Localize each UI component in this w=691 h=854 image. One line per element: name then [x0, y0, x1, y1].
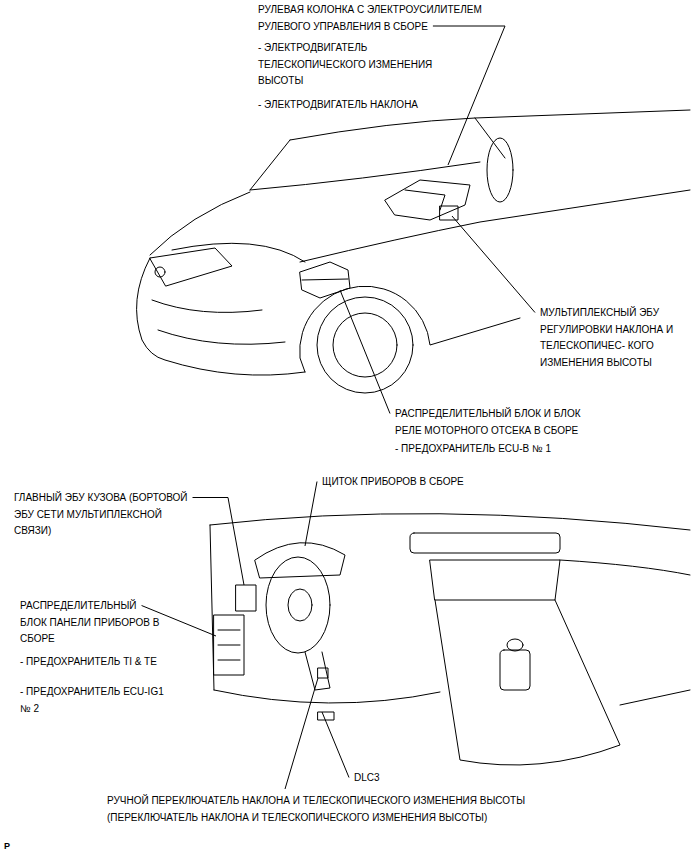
center-console: [435, 600, 620, 765]
bumper-line: [158, 330, 285, 344]
leader-line: [285, 678, 318, 789]
center-vents: [410, 533, 560, 553]
part-label: - ЭЛЕКТРОДВИГАТЕЛЬ ТЕЛЕСКОПИЧЕСКОГО ИЗМЕ…: [258, 40, 458, 90]
car-exterior: [137, 110, 690, 393]
part-label: DLC3: [354, 770, 414, 787]
part-label: РУЛЕВАЯ КОЛОНКА С ЭЛЕКТРОУСИЛИТЕЛЕМ РУЛЕ…: [258, 2, 520, 35]
leader-line: [452, 216, 535, 313]
hood-crease: [172, 243, 305, 262]
steering-wheel: [487, 138, 513, 202]
engine-fuse-box: [300, 262, 350, 298]
center-screen: [430, 560, 560, 600]
part-label: ГЛАВНЫЙ ЭБУ КУЗОВА (БОРТОВОЙ ЭБУ СЕТИ МУ…: [14, 490, 189, 540]
part-label: РАСПРЕДЕЛИТЕЛЬНЫЙ БЛОК ПАНЕЛИ ПРИБОРОВ В…: [20, 598, 160, 648]
page-code: P: [4, 838, 24, 854]
shifter: [500, 650, 530, 690]
leader-line: [340, 290, 390, 414]
part-label: - ПРЕДОХРАНИТЕЛЬ ECU-IG1 № 2: [20, 684, 170, 717]
dash-lower: [214, 690, 440, 703]
shift-knob: [507, 639, 523, 651]
instrument-cluster: [255, 543, 345, 578]
part-label: МУЛЬТИПЛЕКСНЫЙ ЭБУ РЕГУЛИРОВКИ НАКЛОНА И…: [540, 305, 675, 371]
junction-block-detail: [218, 630, 240, 660]
a-pillar: [250, 140, 290, 190]
wheel-rim: [333, 313, 397, 377]
body-ecu: [236, 585, 256, 611]
fuse-box-cover: [302, 279, 348, 280]
roof-line: [290, 110, 690, 140]
part-label: - ЭЛЕКТРОДВИГАТЕЛЬ НАКЛОНА: [258, 97, 458, 114]
part-label: РАСПРЕДЕЛИТЕЛЬНЫЙ БЛОК И БЛОК РЕЛЕ МОТОР…: [395, 406, 607, 439]
leader-line: [193, 498, 244, 586]
part-label: - ПРЕДОХРАНИТЕЛЬ ECU-B № 1: [395, 441, 645, 458]
leader-line: [433, 26, 505, 165]
dash-left-edge: [210, 525, 214, 690]
dash-top: [210, 514, 690, 530]
leader-line: [305, 482, 317, 547]
dashboard-interior: [210, 514, 690, 765]
steering-column: [385, 180, 470, 220]
tilt-ecu: [440, 206, 458, 220]
part-label: РУЧНОЙ ПЕРЕКЛЮЧАТЕЛЬ НАКЛОНА И ТЕЛЕСКОПИ…: [107, 793, 587, 826]
cowl-line: [250, 162, 480, 190]
body-side: [300, 190, 690, 262]
tilt-switch: [318, 668, 328, 678]
steering-hub: [288, 589, 312, 621]
tilt-motor: [405, 190, 445, 210]
front-bumper: [137, 258, 305, 375]
emblem: [155, 267, 165, 277]
grille-line: [152, 300, 262, 312]
headlight: [150, 248, 232, 286]
steering-column: [305, 652, 330, 690]
steering-wheel: [266, 557, 330, 653]
dash-right: [560, 560, 690, 575]
wheel: [317, 297, 413, 393]
part-label: - ПРЕДОХРАНИТЕЛЬ TI & TE: [20, 654, 205, 671]
leader-line: [322, 712, 349, 778]
part-label: ЩИТОК ПРИБОРОВ В СБОРЕ: [322, 474, 522, 491]
dlc3-connector: [318, 712, 334, 720]
junction-block: [214, 615, 244, 675]
door-trim: [620, 690, 690, 705]
